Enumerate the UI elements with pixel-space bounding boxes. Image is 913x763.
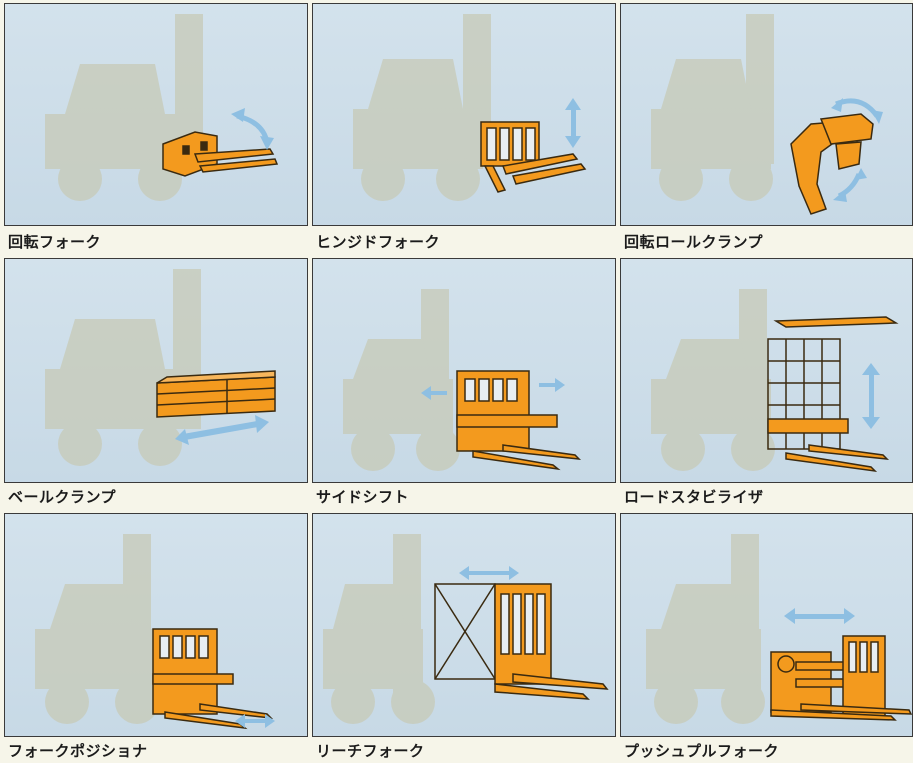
- attachment-caption: 回転フォーク: [8, 233, 102, 251]
- illustration-panel: [4, 513, 308, 737]
- side-shift-icon: [343, 289, 582, 471]
- attachment-body: [162, 131, 279, 177]
- push-pull-fork-icon: [646, 534, 912, 724]
- illustration-panel: [620, 258, 913, 483]
- fork-positioner-icon: [35, 534, 275, 730]
- attachment-caption: 回転ロールクランプ: [624, 233, 764, 251]
- load-stabilizer-icon: [651, 289, 899, 473]
- attachment-caption: リーチフォーク: [316, 742, 425, 760]
- illustration-panel: [620, 3, 913, 226]
- hinged-fork-icon: [353, 14, 587, 201]
- attachment-caption: ベールクランプ: [8, 488, 117, 506]
- attachment-caption: ロードスタビライザ: [624, 488, 764, 506]
- illustration-panel: [312, 258, 616, 483]
- illustration-panel: [620, 513, 913, 737]
- rotation-arrow: [231, 108, 274, 150]
- bale-clamp-icon: [45, 269, 276, 466]
- attachment-caption: サイドシフト: [316, 488, 410, 506]
- attachment-caption: ヒンジドフォーク: [316, 233, 441, 251]
- illustration-panel: [4, 3, 308, 226]
- attachment-caption: プッシュプルフォーク: [624, 742, 780, 760]
- illustration-panel: [312, 3, 616, 226]
- illustration-panel: [312, 513, 616, 737]
- rotating-fork-icon: [45, 14, 279, 201]
- rotating-roll-clamp-icon: [651, 14, 883, 215]
- illustration-panel: [4, 258, 308, 483]
- attachment-caption: フォークポジショナ: [8, 742, 148, 760]
- reach-fork-icon: [323, 534, 609, 724]
